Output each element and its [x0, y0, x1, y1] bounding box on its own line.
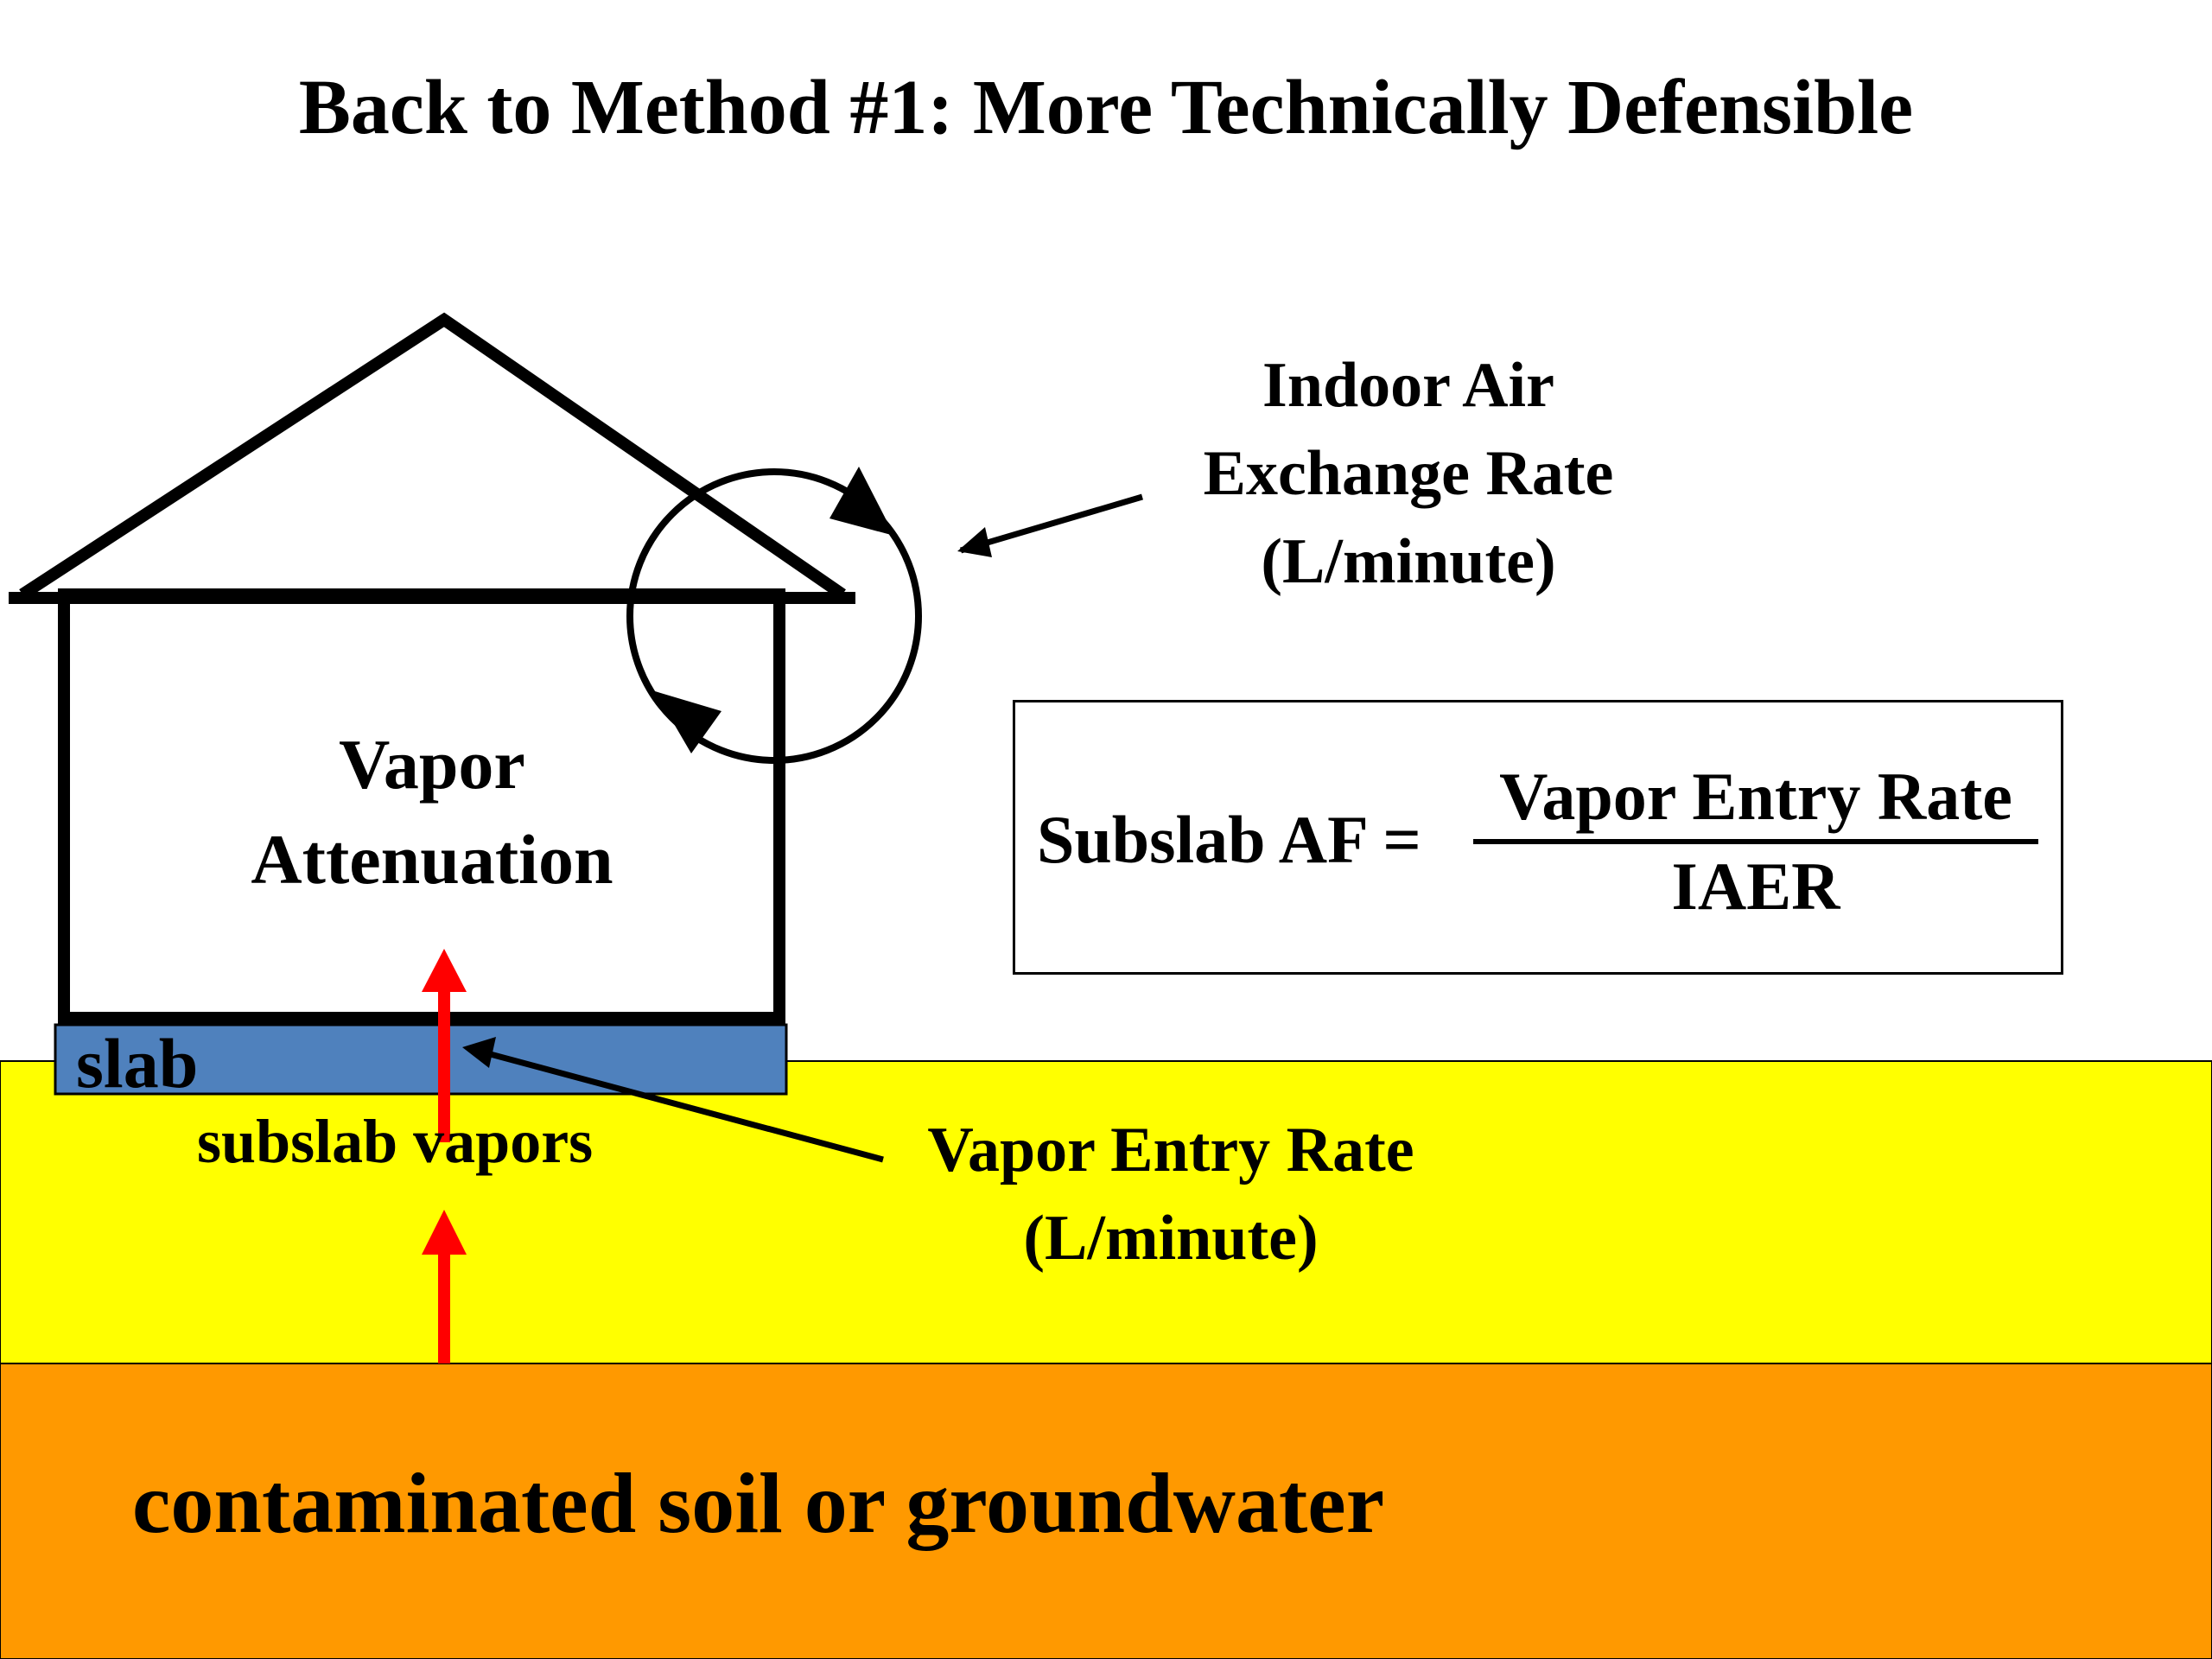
vapor-arrow-upper-head [422, 949, 467, 992]
air-exchange-circle [626, 468, 922, 764]
subsoil-layer [0, 1060, 2212, 1366]
slab [54, 1023, 788, 1096]
indoor-air-pointer-arrow [960, 493, 1143, 554]
vapor-entry-line1: Vapor Entry Rate [927, 1115, 1414, 1185]
formula-denominator: IAER [1671, 849, 1840, 924]
formula-fraction: Vapor Entry Rate IAER [1473, 763, 2038, 920]
vapor-attenuation-line2: Attenuation [251, 820, 613, 899]
vapor-attenuation-line1: Vapor [339, 725, 525, 804]
vapor-entry-rate-label: Vapor Entry Rate (L/minute) [864, 1106, 1478, 1282]
soil-label: contaminated soil or groundwater [132, 1455, 1385, 1551]
vapor-entry-pointer-arrow [483, 1049, 884, 1163]
contaminated-soil-layer [0, 1363, 2212, 1659]
formula-box: Subslab AF = Vapor Entry Rate IAER [1013, 700, 2063, 975]
indoor-air-pointer-arrowhead [957, 527, 992, 557]
subslab-vapors-label: subslab vapors [197, 1107, 594, 1176]
vapor-arrow-lower-head [422, 1210, 467, 1255]
indoor-air-line3: (L/minute) [1261, 526, 1556, 597]
formula-lhs: Subslab AF = [1037, 802, 1421, 877]
formula-numerator: Vapor Entry Rate [1473, 763, 2038, 844]
slab-label: slab [76, 1024, 199, 1103]
vapor-attenuation-label: Vapor Attenuation [173, 717, 691, 907]
vapor-entry-pointer-arrowhead [462, 1037, 496, 1068]
air-exchange-arrowhead-bottom [655, 691, 721, 753]
vapor-entry-line2: (L/minute) [1023, 1203, 1319, 1274]
indoor-air-line2: Exchange Rate [1203, 438, 1614, 509]
house-roof [19, 312, 846, 600]
air-exchange-arrowhead-top [830, 467, 894, 536]
page-title: Back to Method #1: More Technically Defe… [298, 65, 1914, 150]
indoor-air-line1: Indoor Air [1262, 350, 1554, 421]
indoor-air-exchange-label: Indoor Air Exchange Rate (L/minute) [1089, 341, 1728, 606]
